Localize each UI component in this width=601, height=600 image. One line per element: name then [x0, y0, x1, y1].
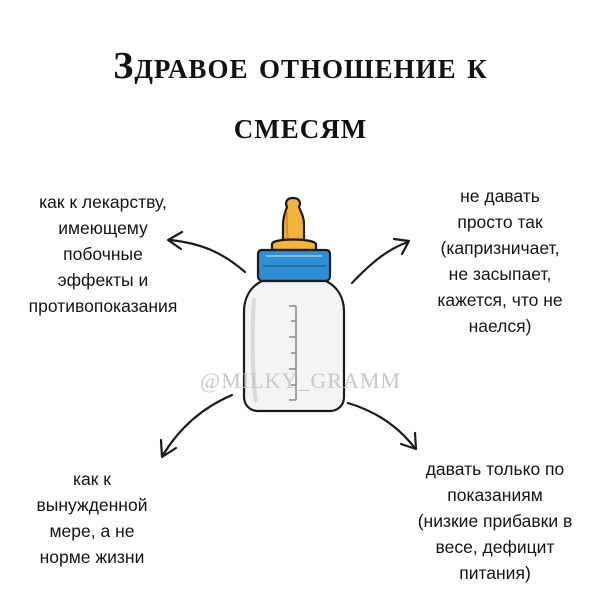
note-line: давать только по: [425, 459, 565, 479]
note-line: не давать: [460, 186, 540, 206]
watermark: @MILKY_GRAMM: [200, 368, 401, 393]
measurement-scale: [289, 305, 297, 401]
note-line: имеющему: [58, 218, 148, 238]
note-line: как к: [73, 469, 111, 489]
note-line: побочные: [63, 244, 143, 264]
note-line: как к лекарству,: [39, 192, 167, 212]
note-line: кажется, что не: [437, 290, 563, 310]
note-line: просто так: [457, 212, 543, 232]
baby-bottle-icon: [242, 196, 346, 413]
note-bottom-right: давать только по показаниям (низкие приб…: [395, 456, 595, 586]
note-line: вынужденной: [36, 495, 148, 515]
bottle-body: [242, 279, 346, 413]
note-line: не засыпает,: [448, 264, 552, 284]
arrow-top-left-icon: [166, 230, 247, 274]
note-line: весе, дефицит: [435, 537, 555, 557]
note-line: показаниям: [447, 485, 543, 505]
note-line: эффекты и: [57, 270, 149, 290]
note-top-right: не давать просто так (капризничает, не з…: [412, 183, 588, 339]
arrow-bottom-right-icon: [346, 401, 418, 451]
note-line: мере, а не: [49, 521, 135, 541]
note-line: (низкие прибавки в: [417, 511, 573, 531]
note-line: норме жизни: [39, 547, 145, 567]
note-top-left: как к лекарству, имеющему побочные эффек…: [8, 189, 198, 319]
note-line: питания): [459, 563, 531, 583]
title-line-2: смесям: [233, 105, 368, 147]
note-bottom-left: как к вынужденной мере, а не норме жизни: [12, 466, 172, 570]
bottle-nipple: [281, 196, 306, 244]
arrow-bottom-left-icon: [159, 393, 234, 459]
note-line: противопоказания: [28, 296, 178, 316]
note-line: (капризничает,: [440, 238, 560, 258]
note-line: наелся): [468, 316, 532, 336]
arrow-top-right-icon: [350, 237, 411, 285]
title-line-1: Здравое отношение к: [113, 45, 488, 87]
